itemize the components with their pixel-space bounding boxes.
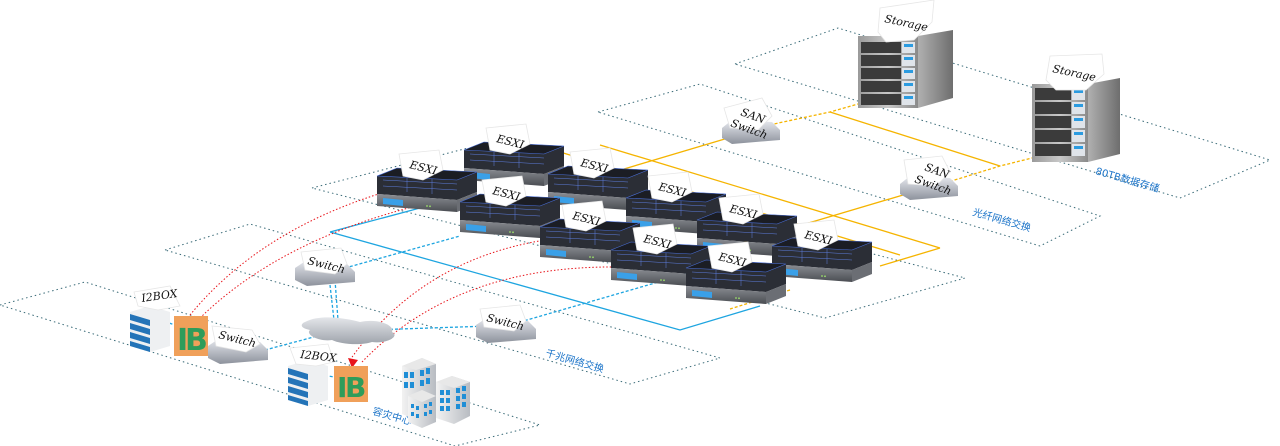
gigabit-link: [334, 279, 339, 321]
label-tag: [793, 219, 839, 251]
switch[interactable]: Switch: [208, 325, 268, 364]
label-tag: [647, 171, 693, 203]
svg-text:B: B: [185, 323, 208, 358]
gigabit-link: [264, 329, 341, 351]
storage-node[interactable]: Storage: [1032, 53, 1120, 162]
label-tag: [632, 223, 678, 255]
label-tag: [481, 175, 527, 207]
replication-link: [189, 191, 386, 316]
label-tag: [707, 241, 753, 273]
i2box-node[interactable]: I2BOX: [288, 343, 339, 406]
esxi-host[interactable]: ESXI: [539, 200, 641, 263]
i2box-label: I2BOX: [140, 287, 180, 305]
fiber-link: [944, 155, 1041, 184]
office-building-icon: [402, 358, 470, 428]
switch[interactable]: Switch: [476, 304, 536, 343]
arrowhead: [348, 358, 358, 368]
svg-text:I: I: [177, 323, 188, 358]
esxi-host[interactable]: ESXI: [459, 175, 561, 238]
switch[interactable]: Switch: [295, 247, 355, 286]
esxi-host[interactable]: ESXI: [685, 241, 787, 304]
esxi-host[interactable]: ESXI: [376, 149, 478, 212]
zone-fiber: [596, 83, 1102, 247]
svg-text:B: B: [345, 371, 366, 404]
label-tag: [718, 193, 764, 225]
svg-text:I: I: [337, 371, 347, 404]
i2box-logo-icon: I B: [334, 366, 368, 404]
esxi-host[interactable]: ESXI: [771, 219, 873, 282]
fiber-link: [829, 111, 1001, 167]
esxi-host[interactable]: ESXI: [610, 223, 712, 286]
label-tag: [569, 147, 615, 179]
san-switch[interactable]: SAN Switch: [722, 97, 780, 144]
gigabit-link: [329, 284, 335, 321]
esxi-host[interactable]: ESXI: [547, 147, 649, 210]
zone-label-gigabit: 千兆网络交换: [544, 346, 605, 375]
storage-node[interactable]: Storage: [858, 0, 953, 108]
label-tag: [561, 200, 607, 232]
san-switch[interactable]: SAN Switch: [900, 155, 958, 200]
zone-storage: [733, 27, 1272, 199]
replication-link: [349, 239, 546, 361]
replication-link: [361, 266, 671, 363]
label-tag: [398, 149, 444, 181]
replication-link: [199, 204, 421, 319]
gigabit-link: [329, 231, 761, 331]
i2box-logo-icon: I B: [174, 316, 208, 358]
fiber-link: [879, 247, 941, 267]
network-cloud-icon: [301, 317, 395, 345]
zone-label-fiber: 光纤网络交换: [971, 205, 1032, 234]
zone-gigabit: [163, 223, 722, 385]
i2box-label: I2BOX: [299, 348, 339, 365]
i2box-node[interactable]: I2BOX: [130, 285, 181, 352]
fiber-link: [599, 144, 941, 249]
gigabit-link: [329, 207, 421, 233]
zone-label-storage: 80TB数据存储: [1094, 164, 1161, 195]
label-tag: [485, 123, 531, 155]
